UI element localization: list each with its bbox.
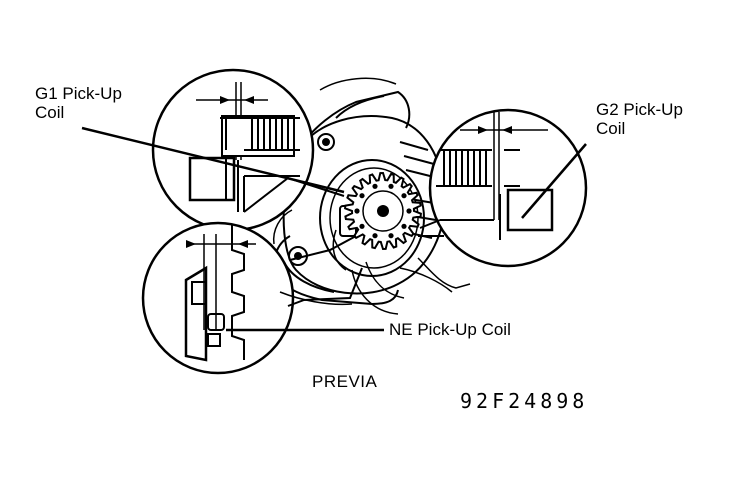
g1-label-line2: Coil	[35, 103, 65, 123]
upper-bracket-detail	[335, 95, 385, 119]
gear-hole	[401, 193, 407, 199]
figure-code-label: 92F24898	[460, 390, 588, 412]
g2-detail-circle	[428, 108, 588, 268]
model-label-text: PREVIA	[312, 372, 378, 391]
timing-rotor-gear	[344, 171, 422, 251]
gear-hole	[406, 208, 412, 214]
ne-detail-circle	[141, 221, 295, 375]
ne-coil-housing	[184, 265, 208, 362]
g2-coil-label: G2 Pick-Up Coil	[596, 100, 683, 138]
g2-leader-line	[521, 143, 587, 219]
gear-hole	[354, 208, 360, 214]
housing-bolt	[317, 133, 335, 151]
wire-harness	[351, 261, 405, 315]
gear-hole	[388, 233, 394, 239]
g2-label-line1: G2 Pick-Up	[596, 100, 683, 119]
gear-hole	[359, 193, 365, 199]
detail-connector-lines	[81, 126, 587, 332]
g1-coil-label: G1 Pick-Up Coil	[35, 84, 122, 122]
g1-rotor-teeth	[225, 118, 289, 150]
g2-coil-block	[506, 188, 554, 232]
gear-hole	[401, 223, 407, 229]
g2-rotor-teeth	[443, 150, 487, 186]
rotor-ring-inner	[329, 167, 419, 269]
g1-label-line1: G1 Pick-Up	[35, 84, 122, 103]
model-label: PREVIA	[312, 372, 377, 391]
gear-hole	[372, 233, 378, 239]
g2-label-line2: Coil	[596, 119, 626, 139]
background-engine-outline	[272, 77, 471, 306]
ne-gear-teeth	[231, 224, 245, 360]
ne-coil-label: NE Pick-Up Coil	[389, 320, 511, 339]
gear-hole	[388, 183, 394, 189]
ne-label-text: NE Pick-Up Coil	[389, 320, 511, 339]
gear-hole	[372, 183, 378, 189]
gear-hole	[359, 223, 365, 229]
figure-code-text: 92F24898	[460, 389, 589, 413]
lower-bracket	[399, 267, 453, 293]
g1-coil-block	[188, 156, 236, 202]
upper-bracket	[299, 90, 411, 149]
